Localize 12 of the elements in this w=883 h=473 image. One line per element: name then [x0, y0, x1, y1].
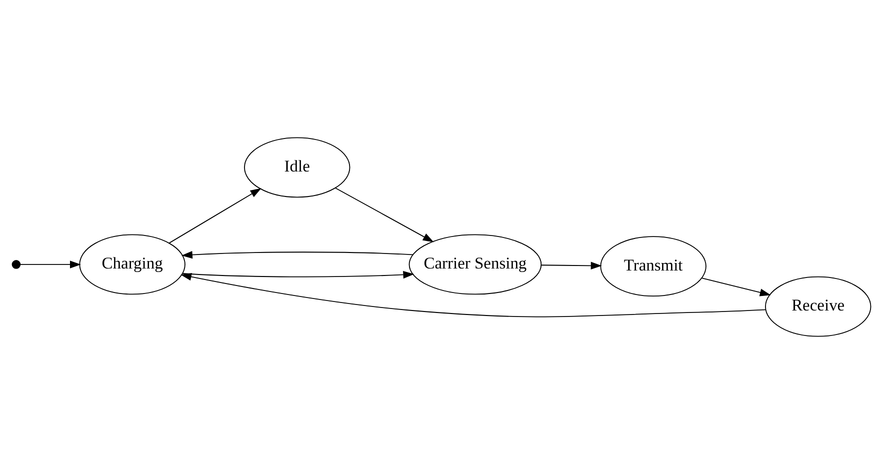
arrow: [182, 270, 414, 278]
node-ellipse: Transmit: [600, 236, 706, 296]
node-ellipse: Receive: [765, 276, 872, 336]
arrow: [181, 250, 414, 258]
arrow: [20, 260, 81, 268]
node-ellipse: Charging: [79, 234, 186, 294]
node-circle: [12, 260, 21, 268]
arrow: [540, 261, 602, 270]
arrow: [180, 272, 766, 317]
arrow: [168, 188, 262, 243]
arrow: [701, 277, 771, 296]
arrow: [334, 187, 434, 242]
